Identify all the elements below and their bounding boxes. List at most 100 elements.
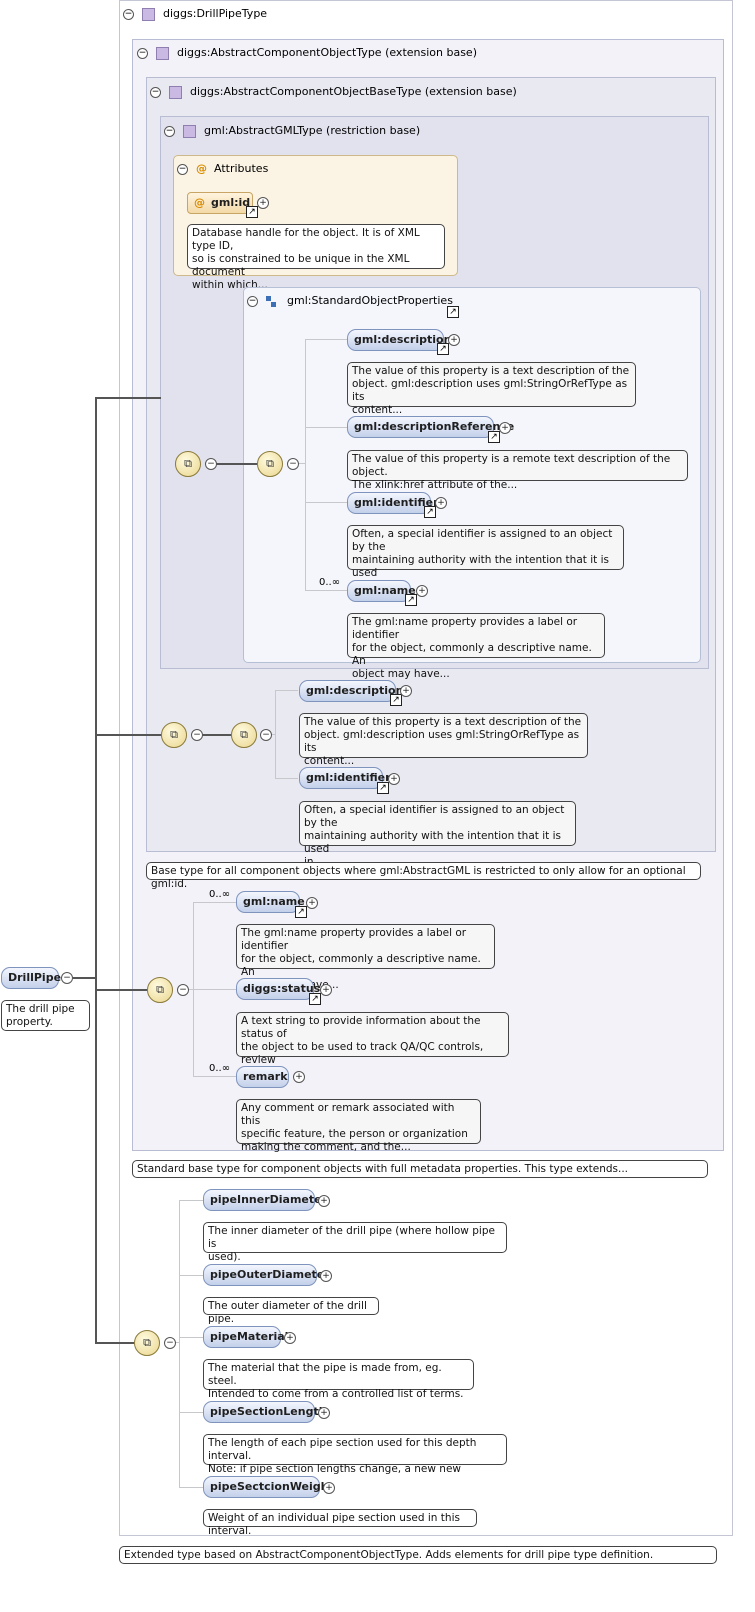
link-icon[interactable]: ↗ — [246, 206, 258, 218]
pipe-section-weight-doc: Weight of an individual pipe section use… — [203, 1509, 477, 1537]
expand-icon[interactable]: + — [306, 897, 318, 909]
collapse-icon[interactable]: − — [61, 972, 73, 984]
base-type-doc: Base type for all component objects wher… — [146, 862, 701, 890]
abstract-component-header[interactable]: −diggs:AbstractComponentObjectType (exte… — [137, 46, 477, 60]
connector-line — [305, 339, 347, 340]
pipe-material-element[interactable]: pipeMaterial — [203, 1326, 288, 1348]
connector-line — [95, 398, 97, 1343]
pipe-section-length-doc: The length of each pipe section used for… — [203, 1434, 507, 1488]
expand-icon[interactable]: + — [416, 585, 428, 597]
complex-type-icon — [142, 7, 155, 21]
collapse-icon[interactable]: − — [177, 984, 189, 996]
connector-line — [95, 1342, 134, 1344]
pipe-section-length-element[interactable]: pipeSectionLength — [203, 1401, 327, 1423]
collapse-icon[interactable]: − — [137, 47, 148, 59]
connector-line — [305, 502, 347, 503]
expand-icon[interactable]: + — [320, 984, 332, 996]
gml-id-attribute[interactable]: @gml:id — [187, 192, 253, 214]
collapse-icon[interactable]: − — [177, 163, 188, 175]
connector-line — [275, 778, 298, 779]
link-icon[interactable]: ↗ — [447, 306, 459, 318]
expand-icon[interactable]: + — [318, 1407, 330, 1419]
std-description-reference-element[interactable]: gml:descriptionReference — [347, 416, 514, 438]
abstract-gml-header[interactable]: −gml:AbstractGMLType (restriction base) — [164, 124, 421, 138]
component-type-doc: Standard base type for component objects… — [132, 1160, 708, 1178]
link-icon[interactable]: ↗ — [488, 431, 500, 443]
diggs-status-doc: A text string to provide information abo… — [236, 1012, 509, 1079]
collapse-icon[interactable]: − — [287, 458, 299, 470]
multiplicity-label: 0..∞ — [319, 577, 341, 588]
expand-icon[interactable]: + — [400, 685, 412, 697]
drill-pipe-root-element[interactable]: DrillPipe — [1, 967, 61, 989]
diggs-status-element[interactable]: diggs:status — [236, 978, 320, 1000]
std-identifier-element[interactable]: gml:identifier — [347, 492, 439, 514]
connector-line — [305, 339, 306, 591]
connector-line — [179, 1337, 203, 1338]
expand-icon[interactable]: + — [448, 334, 460, 346]
collapse-icon[interactable]: − — [123, 8, 134, 20]
pipe-outer-diameter-doc: The outer diameter of the drill pipe. — [203, 1297, 379, 1325]
expand-icon[interactable]: + — [323, 1482, 335, 1494]
complex-type-icon — [156, 46, 169, 60]
multiplicity-label: 0..∞ — [209, 889, 231, 900]
connector-line — [270, 734, 275, 735]
link-icon[interactable]: ↗ — [309, 993, 321, 1005]
pipe-outer-diameter-element[interactable]: pipeOuterDiameter — [203, 1264, 330, 1286]
sequence-compositor-icon[interactable]: ⧉ — [257, 451, 283, 477]
expand-icon[interactable]: + — [435, 497, 447, 509]
complex-type-icon — [169, 85, 182, 99]
link-icon[interactable]: ↗ — [437, 343, 449, 355]
collapse-icon[interactable]: − — [205, 458, 217, 470]
expand-icon[interactable]: + — [499, 422, 511, 434]
expand-icon[interactable]: + — [284, 1332, 296, 1344]
sequence-compositor-icon[interactable]: ⧉ — [161, 722, 187, 748]
sequence-compositor-icon[interactable]: ⧉ — [147, 977, 173, 1003]
connector-line — [201, 734, 231, 736]
abstract-component-base-header[interactable]: −diggs:AbstractComponentObjectBaseType (… — [150, 85, 517, 99]
drill-pipe-type-header[interactable]: −diggs:DrillPipeType — [123, 7, 268, 21]
complex-type-icon — [183, 124, 196, 138]
base-identifier-element[interactable]: gml:identifier — [299, 767, 391, 789]
base-identifier-doc: Often, a special identifier is assigned … — [299, 801, 576, 868]
expand-icon[interactable]: + — [293, 1071, 305, 1083]
sequence-compositor-icon[interactable]: ⧉ — [231, 722, 257, 748]
link-icon[interactable]: ↗ — [377, 782, 389, 794]
remark-element[interactable]: remark — [236, 1066, 289, 1088]
collapse-icon[interactable]: − — [164, 1337, 176, 1349]
expand-icon[interactable]: + — [257, 197, 269, 209]
connector-line — [193, 989, 236, 990]
expand-icon[interactable]: + — [318, 1195, 330, 1207]
collapse-icon[interactable]: − — [260, 729, 272, 741]
std-description-element[interactable]: gml:description — [347, 329, 451, 351]
link-icon[interactable]: ↗ — [295, 906, 307, 918]
connector-line — [275, 690, 276, 779]
connector-line — [193, 1076, 236, 1077]
sequence-compositor-icon[interactable]: ⧉ — [175, 451, 201, 477]
collapse-icon[interactable]: − — [191, 729, 203, 741]
connector-line — [179, 1275, 203, 1276]
base-description-element[interactable]: gml:description — [299, 680, 403, 702]
connector-line — [95, 989, 147, 991]
pipe-inner-diameter-element[interactable]: pipeInnerDiameter — [203, 1189, 327, 1211]
connector-line — [305, 427, 347, 428]
expand-icon[interactable]: + — [388, 773, 400, 785]
link-icon[interactable]: ↗ — [390, 694, 402, 706]
collapse-icon[interactable]: − — [247, 295, 258, 307]
standard-object-properties-header[interactable]: −gml:StandardObjectProperties — [247, 294, 453, 307]
attribute-icon: @ — [194, 196, 205, 209]
link-icon[interactable]: ↗ — [405, 594, 417, 606]
attributes-header[interactable]: −@Attributes — [177, 162, 269, 175]
std-name-element[interactable]: gml:name — [347, 580, 416, 602]
expand-icon[interactable]: + — [320, 1270, 332, 1282]
connector-line — [275, 690, 298, 691]
collapse-icon[interactable]: − — [164, 125, 175, 137]
connector-line — [179, 1412, 203, 1413]
link-icon[interactable]: ↗ — [424, 506, 436, 518]
connector-line — [179, 1200, 180, 1488]
collapse-icon[interactable]: − — [150, 86, 161, 98]
sequence-compositor-icon[interactable]: ⧉ — [134, 1330, 160, 1356]
component-name-element[interactable]: gml:name — [236, 891, 305, 913]
base-description-doc: The value of this property is a text des… — [299, 713, 588, 767]
std-description-doc: The value of this property is a text des… — [347, 362, 636, 416]
pipe-section-weight-element[interactable]: pipeSectcionWeight — [203, 1476, 334, 1498]
